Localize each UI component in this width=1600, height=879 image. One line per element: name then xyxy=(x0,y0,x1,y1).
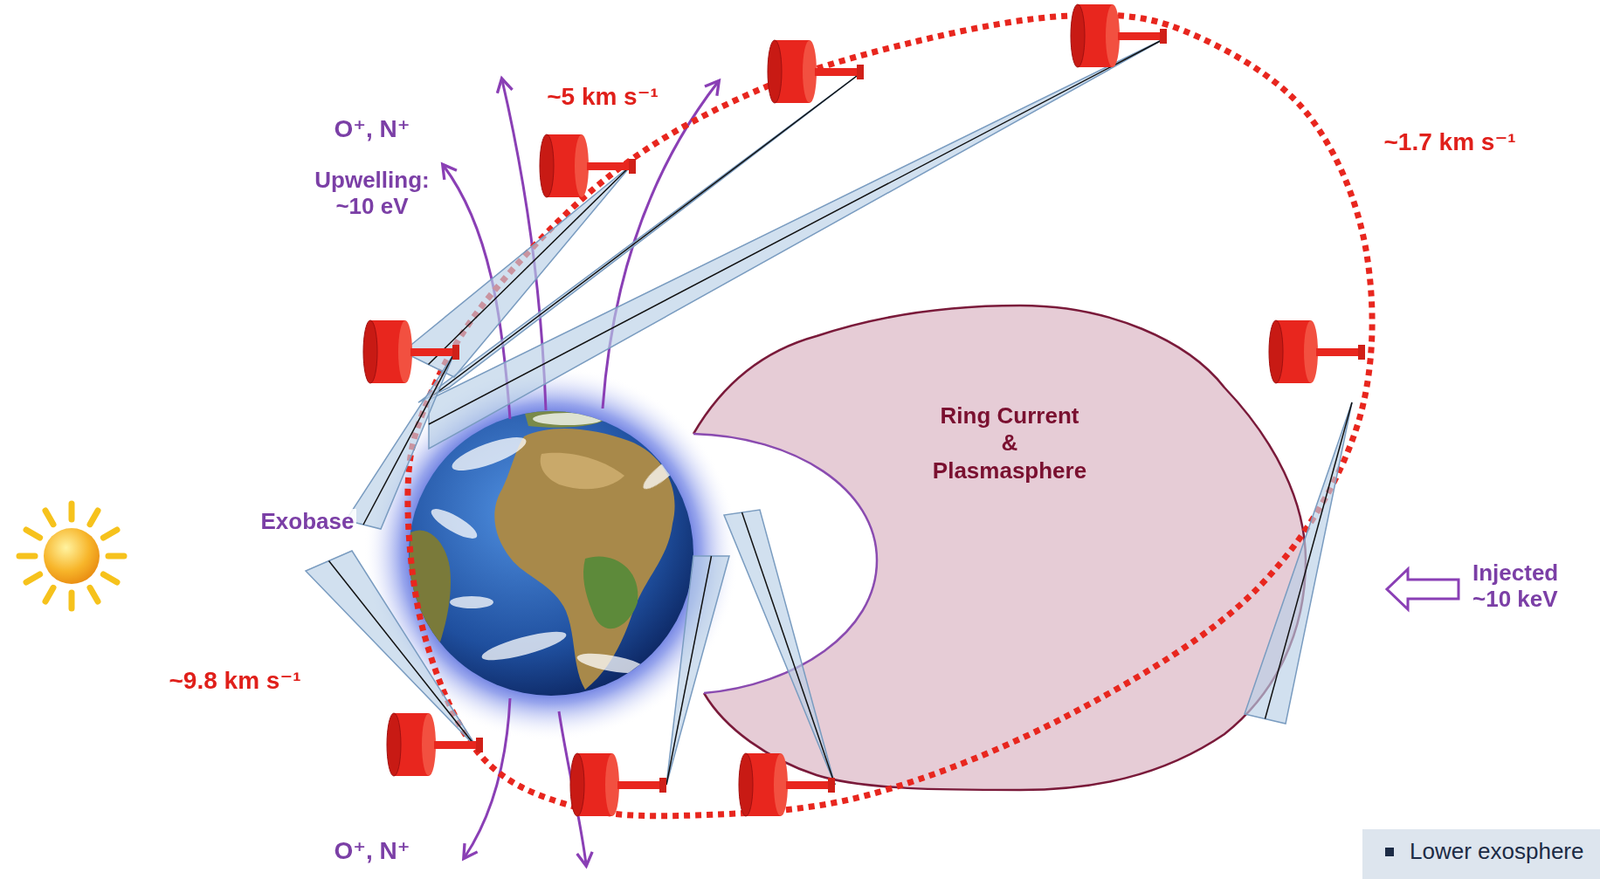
continents xyxy=(408,405,690,690)
orbit-path xyxy=(407,14,1373,817)
field-line xyxy=(602,82,718,409)
note-text: Lower exosphere xyxy=(1409,838,1584,866)
injection-arrow xyxy=(1386,569,1459,610)
sun-ray xyxy=(103,530,118,538)
sun-ray xyxy=(103,574,118,583)
bullet-mark xyxy=(1383,846,1396,859)
sun-ray xyxy=(89,510,98,525)
instrument-boom xyxy=(814,68,859,76)
region-fill xyxy=(693,305,1306,791)
sun-ray xyxy=(45,510,54,525)
sun-ray xyxy=(26,574,41,583)
view-beam xyxy=(402,164,633,378)
spacecraft-icon xyxy=(767,40,864,104)
spacecraft-face xyxy=(570,753,585,817)
spacecraft-icon xyxy=(363,320,460,384)
spacecraft-face xyxy=(398,320,413,384)
speed-label: ~9.8 km s⁻¹ xyxy=(169,667,302,696)
spacecraft-face xyxy=(539,134,554,198)
sahara xyxy=(540,453,625,490)
instrument-boom xyxy=(586,162,631,171)
sun-ray xyxy=(19,553,35,560)
spacecraft-icon xyxy=(1070,4,1167,68)
instrument-boom xyxy=(434,741,478,750)
instrument-head xyxy=(1358,344,1366,360)
spacecraft-face xyxy=(1070,4,1085,68)
instrument-head xyxy=(452,344,460,360)
field-line xyxy=(558,711,587,865)
instrument-head xyxy=(475,737,483,753)
instrument-boom xyxy=(410,348,455,357)
region-inner-border xyxy=(693,434,877,694)
central-africa xyxy=(583,556,638,629)
spacecraft-icon xyxy=(386,713,483,777)
region-label: Exobase xyxy=(258,509,358,536)
instrument-head xyxy=(659,778,667,794)
spacecraft-icon xyxy=(539,134,636,198)
sight-line xyxy=(666,556,712,786)
spacecraft-icon xyxy=(570,753,667,817)
region-label: Ring Current & Plasmasphere xyxy=(931,402,1089,485)
instrument-boom xyxy=(786,781,830,790)
instrument-boom xyxy=(1117,32,1162,41)
spacecraft-face xyxy=(574,134,589,198)
spacecraft-icon xyxy=(1268,320,1366,384)
earth-globe xyxy=(408,405,694,697)
sun-ray xyxy=(108,553,125,560)
region-border xyxy=(693,305,1306,791)
instrument-head xyxy=(827,778,835,794)
spacecraft-face xyxy=(1268,320,1283,384)
europe xyxy=(524,405,612,428)
instrument-head xyxy=(1159,28,1167,44)
instrument-boom xyxy=(617,781,662,790)
spacecraft-face xyxy=(738,753,753,817)
region-shape: Ring Current & Plasmasphere xyxy=(689,301,1311,795)
instrument-head xyxy=(628,158,636,174)
energy-label: Upwelling: ~10 eV xyxy=(306,167,438,221)
spacecraft-face xyxy=(363,320,378,384)
speed-label: ~5 km s⁻¹ xyxy=(546,82,659,111)
ion-species-label: O⁺, N⁺ xyxy=(333,115,410,144)
spacecraft-face xyxy=(773,753,788,817)
energy-label: Injected ~10 keV xyxy=(1472,560,1587,614)
spacecraft-face xyxy=(802,40,817,104)
spacecraft-face xyxy=(1303,320,1318,384)
instrument-boom xyxy=(1316,348,1360,357)
speed-label: ~1.7 km s⁻¹ xyxy=(1384,128,1517,157)
ion-species-label: O⁺, N⁺ xyxy=(333,837,410,866)
ocean xyxy=(408,411,694,697)
sun-ray xyxy=(68,503,76,520)
spacecraft-face xyxy=(1105,4,1120,68)
sun-ray xyxy=(26,530,41,538)
region-outline xyxy=(689,301,1311,795)
sun-ray xyxy=(68,593,76,609)
sun-ray xyxy=(45,587,54,602)
sun-disc xyxy=(43,528,100,585)
view-beam xyxy=(666,556,730,786)
sight-line xyxy=(428,164,634,366)
sun-icon xyxy=(19,503,125,609)
sun-ray xyxy=(89,587,98,602)
bullet-square xyxy=(1385,848,1394,857)
instrument-head xyxy=(856,64,864,80)
spacecraft-face xyxy=(605,753,620,817)
note-box: Lower exosphere xyxy=(1362,829,1600,879)
spacecraft-face xyxy=(767,40,782,104)
spacecraft-face xyxy=(421,713,436,777)
spacecraft-face xyxy=(386,713,401,777)
clouds xyxy=(427,413,690,678)
